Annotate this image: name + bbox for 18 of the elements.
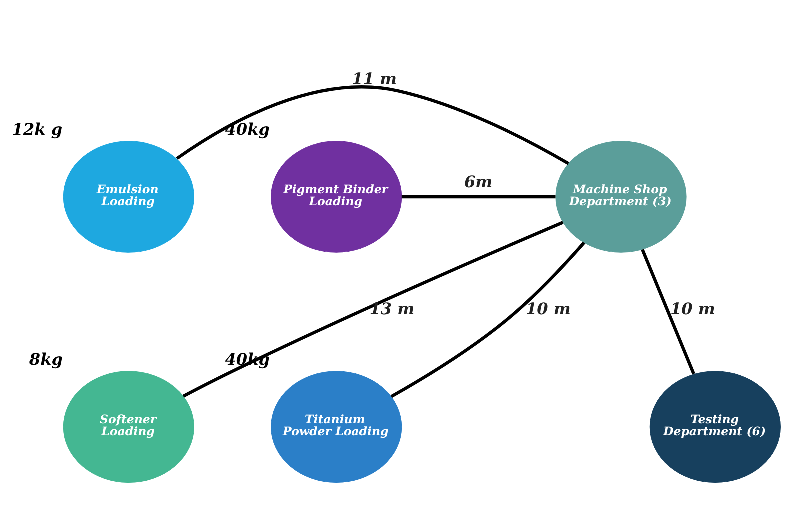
- connector: [402, 195, 556, 199]
- node-ellipse: Machine Shop Department (3): [556, 141, 687, 253]
- node-ellipse: Testing Department (6): [650, 371, 781, 483]
- connector: [176, 86, 570, 166]
- edge-label: 11 m: [352, 70, 397, 89]
- node-ellipse: Pigment Binder Loading: [271, 141, 402, 253]
- edge-label: 10 m: [526, 300, 571, 319]
- edge-label: 6m: [464, 172, 493, 192]
- node-label: 8kg: [29, 350, 63, 369]
- edge-label: 13 m: [370, 300, 415, 319]
- edge-label: 10 m: [670, 300, 716, 319]
- node-ellipse: Titanium Powder Loading: [271, 371, 402, 483]
- connector: [390, 242, 586, 398]
- connector: [182, 221, 564, 398]
- node-label: 12k g: [12, 120, 63, 139]
- node-ellipse: Softener Loading: [63, 371, 194, 483]
- node-ellipse: Emulsion Loading: [63, 141, 194, 253]
- connector: [641, 249, 696, 375]
